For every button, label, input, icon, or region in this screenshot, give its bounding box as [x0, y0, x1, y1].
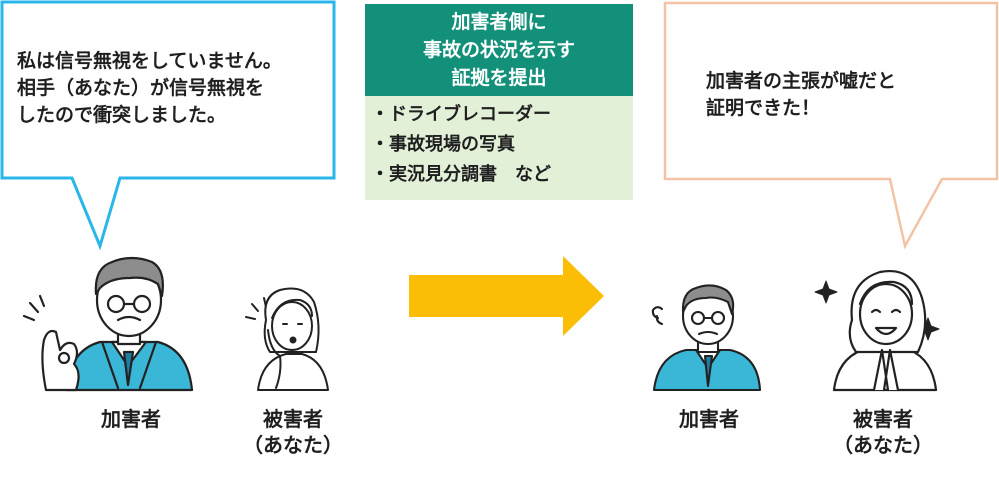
- woman-worried-icon: [245, 287, 329, 391]
- woman-happy-icon: [814, 269, 940, 392]
- label-left-victim: 被害者 （あなた）: [243, 407, 343, 457]
- right-arrow-icon: [409, 256, 604, 336]
- left-bubble-text: 私は信号無視をしていません。 相手（あなた）が信号無視を したので衝突しました。: [17, 50, 282, 126]
- evidence-item-photos: ・事故現場の写真: [371, 134, 515, 155]
- label-right-victim: 被害者 （あなた）: [833, 407, 933, 457]
- evidence-header-box: [365, 4, 633, 96]
- label-right-perpetrator: 加害者: [679, 407, 739, 431]
- evidence-list-box: [365, 96, 633, 200]
- evidence-item-report: ・実況見分調書 など: [371, 164, 551, 185]
- evidence-list: ・ドライブレコーダー ・事故現場の写真 ・実況見分調書 など: [371, 100, 551, 190]
- left-speech-bubble: [0, 0, 336, 251]
- man-sweating-icon: [651, 284, 762, 392]
- label-left-perpetrator: 加害者: [101, 407, 161, 431]
- right-speech-bubble: [663, 1, 999, 250]
- right-bubble-text: 加害者の主張が嘘だと 証明できた！: [706, 70, 897, 119]
- man-ok-gesture-icon: [22, 256, 194, 392]
- evidence-item-dashcam: ・ドライブレコーダー: [371, 104, 551, 125]
- evidence-header-text: 加害者側に 事故の状況を示す 証拠を提出: [422, 11, 575, 89]
